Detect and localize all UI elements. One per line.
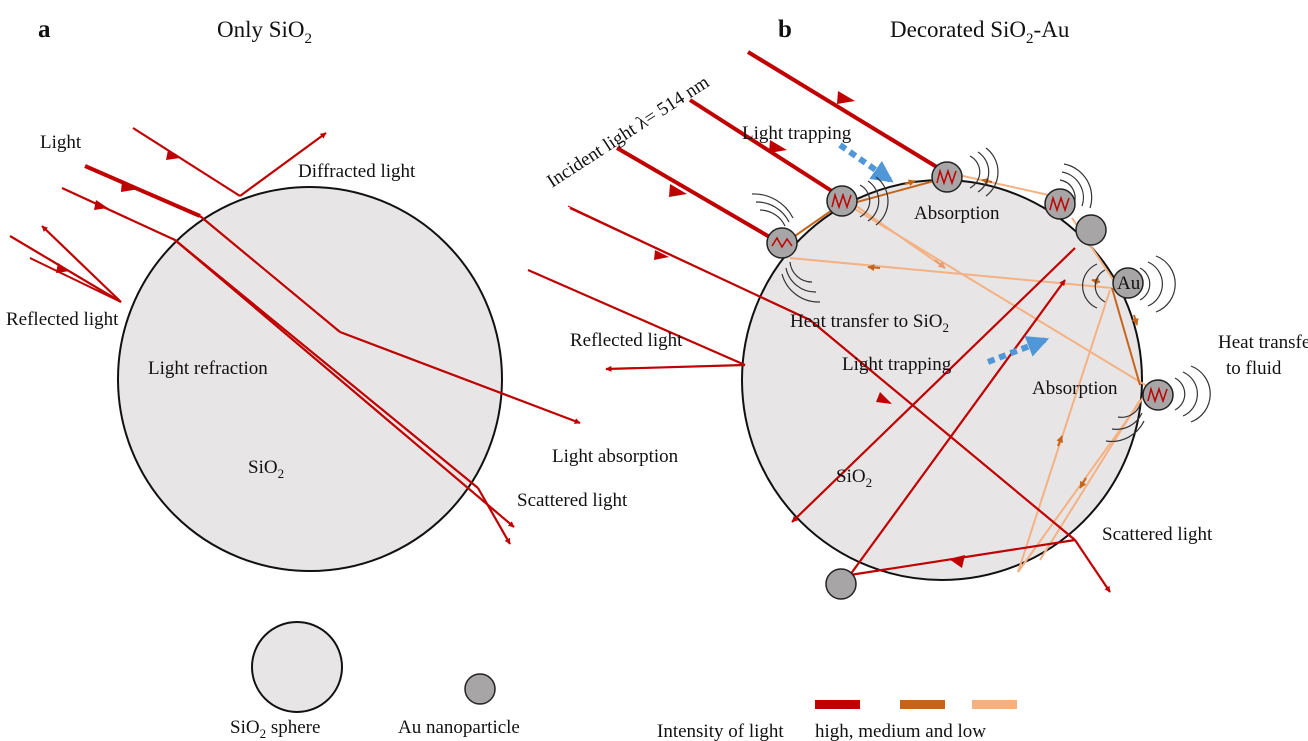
label-sio2-b: SiO2 <box>836 466 872 490</box>
panel-a-letter: a <box>38 16 51 43</box>
au-nanoparticle-8 <box>825 568 857 600</box>
low-intensity-rays <box>789 171 1151 573</box>
heat-wave-arcs <box>751 147 1211 443</box>
label-sio2-a: SiO2 <box>248 457 284 481</box>
label-absorption-mid: Absorption <box>1032 378 1118 399</box>
legend-au-nanoparticle <box>464 673 496 705</box>
label-reflected-light-a: Reflected light <box>6 309 119 330</box>
label-scattered-light-b: Scattered light <box>1102 524 1213 545</box>
panel-a: a Only SiO2 Light Diffracted light <box>6 16 679 572</box>
sio2-sphere-a <box>117 186 503 572</box>
label-light-refraction: Light refraction <box>148 358 268 379</box>
light-trapping-arrows <box>838 142 1050 365</box>
label-scattered-light-a: Scattered light <box>517 490 628 511</box>
legend-au-nanoparticle-label: Au nanoparticle <box>398 717 520 738</box>
panel-b-title: Decorated SiO2-Au <box>890 17 1070 47</box>
panel-a-title: Only SiO2 <box>217 17 312 47</box>
au-nanoparticle-1 <box>931 161 963 193</box>
legend-sio2-sphere <box>251 621 343 713</box>
legend-sio2-sphere-label: SiO2 sphere <box>230 717 320 741</box>
light-rays-a <box>9 127 581 545</box>
au-nanoparticle-7 <box>1142 379 1174 411</box>
label-diffracted-light: Diffracted light <box>298 161 416 182</box>
legend-intensity-levels: high, medium and low <box>815 721 986 741</box>
label-light: Light <box>40 132 82 153</box>
label-light-trapping-top: Light trapping <box>742 123 852 144</box>
panel-b-letter: b <box>778 16 792 43</box>
legend-swatch-high <box>815 700 860 709</box>
label-au: Au <box>1117 273 1141 294</box>
legend-intensity-label: Intensity of light <box>657 721 784 741</box>
label-absorption-top: Absorption <box>914 203 1000 224</box>
label-light-absorption: Light absorption <box>552 446 679 467</box>
au-nanoparticle-3 <box>1044 188 1076 220</box>
label-heat-transfer-fluid-2: to fluid <box>1226 358 1282 379</box>
panel-b: b Decorated SiO2-Au <box>527 16 1308 600</box>
legend: SiO2 sphere Au nanoparticle Intensity of… <box>230 621 1017 741</box>
label-incident-light: Incident light λ= 514 nm <box>543 72 713 193</box>
label-light-trapping-mid: Light trapping <box>842 354 952 375</box>
au-nanoparticle-4 <box>766 227 798 259</box>
au-nanoparticles <box>766 161 1174 600</box>
legend-swatch-low <box>972 700 1017 709</box>
au-nanoparticle-5 <box>1075 214 1107 246</box>
label-reflected-light-b: Reflected light <box>570 330 683 351</box>
au-nanoparticle-2 <box>826 185 858 217</box>
label-heat-transfer-fluid-1: Heat transfer <box>1218 332 1308 353</box>
excitation-squiggles <box>771 168 1168 404</box>
label-heat-transfer-sio2: Heat transfer to SiO2 <box>790 311 949 335</box>
legend-swatch-medium <box>900 700 945 709</box>
ray-direction-marks-a <box>56 150 180 273</box>
au-nanoparticle-6 <box>1112 267 1144 299</box>
ray-direction-marks-b <box>654 91 965 568</box>
high-intensity-rays <box>527 50 1111 593</box>
